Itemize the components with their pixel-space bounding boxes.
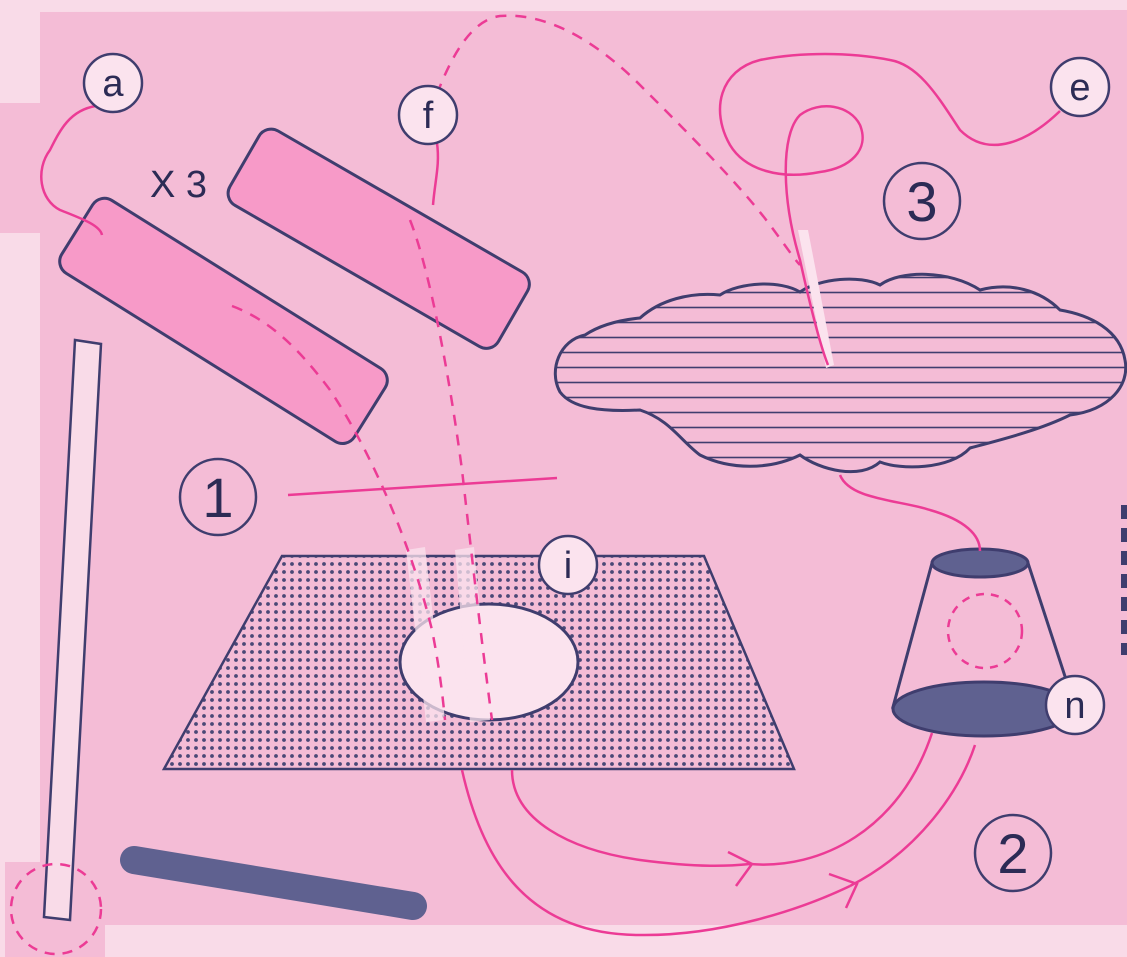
corner-light-patch: [0, 103, 40, 233]
callout-e: e: [1051, 58, 1109, 116]
cup-top: [932, 549, 1028, 577]
callout-a: a: [84, 54, 142, 112]
callout-n-letter: n: [1064, 685, 1085, 727]
callout-f-letter: f: [423, 95, 434, 137]
step-2-number: 2: [997, 822, 1028, 885]
callout-i: i: [539, 536, 597, 594]
callout-e-letter: e: [1069, 67, 1090, 109]
callout-f: f: [399, 86, 457, 144]
step-3-number: 3: [906, 170, 937, 233]
callout-i-letter: i: [564, 545, 572, 587]
step-1-number: 1: [202, 466, 233, 529]
callout-n: n: [1046, 676, 1104, 734]
multiplier-label: X 3: [150, 164, 207, 206]
callout-a-letter: a: [102, 63, 124, 105]
